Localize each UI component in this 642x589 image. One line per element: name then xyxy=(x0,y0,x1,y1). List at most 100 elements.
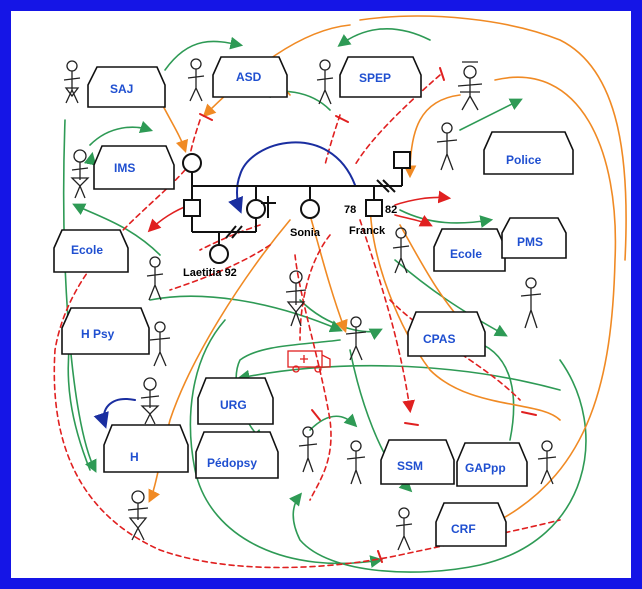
genogram-father-of-laetitia xyxy=(183,199,201,217)
figure-judge xyxy=(457,61,483,111)
svg-text:Ecole: Ecole xyxy=(450,247,482,261)
red-cut-mark xyxy=(311,409,321,421)
genogram-grandmother-left xyxy=(182,153,202,173)
red-dashed-link xyxy=(169,244,271,291)
figure-spep-worker xyxy=(316,59,334,105)
stick-figures xyxy=(63,58,557,551)
franck-label: Franck xyxy=(349,225,386,237)
red-dashed-link xyxy=(354,74,441,166)
figure-hpsy-doctor xyxy=(149,321,171,367)
svg-text:SAJ: SAJ xyxy=(110,82,133,96)
red-dashed-link xyxy=(359,219,415,414)
service-hpsy: H Psy xyxy=(61,307,150,355)
red-dashed-link xyxy=(199,224,261,251)
svg-text:IMS: IMS xyxy=(114,161,135,175)
service-saj: SAJ xyxy=(87,66,166,108)
figure-pedopsy-worker xyxy=(298,426,318,473)
svg-text:ASD: ASD xyxy=(236,70,262,84)
figure-father-center xyxy=(345,316,367,361)
service-ecole-right: Ecole xyxy=(433,228,506,272)
svg-text:SSM: SSM xyxy=(397,459,423,473)
figure-asd-worker xyxy=(187,58,205,102)
red-cut-mark xyxy=(439,67,445,81)
red-dashed-link xyxy=(324,114,341,166)
services: SAJ ASD SPEP IMS Police Ecole Ecole PMS xyxy=(53,56,574,547)
red-cut-mark xyxy=(521,411,537,416)
green-link xyxy=(337,28,431,47)
orange-link xyxy=(494,76,617,521)
red-link xyxy=(394,190,452,206)
green-link xyxy=(236,364,561,391)
service-ims: IMS xyxy=(93,145,175,190)
service-police: Police xyxy=(483,131,574,175)
green-link xyxy=(149,295,343,333)
orange-link xyxy=(369,199,561,421)
orange-link xyxy=(202,24,351,118)
figure-mother-center xyxy=(285,270,307,327)
service-cpas: CPAS xyxy=(407,311,486,357)
orange-link xyxy=(309,214,348,333)
service-gappp: GAPpp xyxy=(456,442,528,487)
navy-link xyxy=(93,398,136,429)
svg-text:H: H xyxy=(130,450,139,464)
green-link xyxy=(72,203,161,256)
figure-gappp-worker xyxy=(537,440,557,485)
figure-saj-worker xyxy=(63,60,81,104)
service-h: H xyxy=(103,424,189,473)
figure-pms-worker xyxy=(520,277,542,329)
orange-link xyxy=(359,15,627,261)
red-cut-mark xyxy=(404,422,419,426)
service-ssm: SSM xyxy=(380,439,455,485)
orange-link xyxy=(148,219,291,503)
genogram-labels: Laetitia 92 Sonia 78 Franck 82 xyxy=(183,204,397,279)
figure-crf-worker xyxy=(395,507,413,551)
red-cut-mark xyxy=(335,115,349,123)
red-dashed-link xyxy=(299,234,331,341)
service-spep: SPEP xyxy=(339,56,422,98)
figure-ecole-teacher-left xyxy=(146,256,164,301)
service-asd: ASD xyxy=(212,56,288,98)
figure-ims-worker xyxy=(70,149,90,199)
red-cut-mark xyxy=(377,550,383,563)
sonia-year: 78 xyxy=(344,204,356,216)
figure-h-nurse xyxy=(140,377,160,425)
svg-text:URG: URG xyxy=(220,398,247,412)
genogram-grandfather-right xyxy=(393,151,411,169)
svg-text:GAPpp: GAPpp xyxy=(465,461,506,475)
figure-ecole-teacher-right xyxy=(392,227,410,274)
genogram-franck xyxy=(365,199,383,217)
green-link xyxy=(309,413,358,431)
laetitia-label: Laetitia 92 xyxy=(183,267,237,279)
figure-h-doctor xyxy=(127,490,149,541)
green-link xyxy=(399,209,494,228)
service-pedopsy: Pédopsy xyxy=(195,431,279,479)
red-cut-mark xyxy=(199,113,213,121)
figure-ambulance xyxy=(287,350,331,373)
genogram xyxy=(182,151,411,264)
svg-text:CPAS: CPAS xyxy=(423,332,455,346)
red-dashed-link xyxy=(53,169,561,569)
svg-text:Police: Police xyxy=(506,153,542,167)
franck-year: 82 xyxy=(385,204,397,216)
navy-link xyxy=(228,141,356,214)
service-urg: URG xyxy=(197,377,274,425)
genogram-laetitia xyxy=(209,244,229,264)
green-link xyxy=(394,259,508,337)
green-link xyxy=(89,120,154,146)
red-dashed-link xyxy=(294,254,332,501)
figure-police-officer xyxy=(436,122,458,171)
genogram-sonia xyxy=(300,199,320,219)
sonia-label: Sonia xyxy=(290,227,321,239)
svg-text:H Psy: H Psy xyxy=(81,327,115,341)
svg-text:Pédopsy: Pédopsy xyxy=(207,456,257,470)
svg-text:PMS: PMS xyxy=(517,235,543,249)
svg-text:CRF: CRF xyxy=(451,522,476,536)
svg-text:SPEP: SPEP xyxy=(359,71,391,85)
red-dashed-link xyxy=(189,119,201,156)
orange-link xyxy=(403,94,461,179)
service-crf: CRF xyxy=(435,502,507,547)
service-ecole-left: Ecole xyxy=(53,229,129,273)
green-link xyxy=(459,98,523,131)
svg-text:Ecole: Ecole xyxy=(71,243,103,257)
